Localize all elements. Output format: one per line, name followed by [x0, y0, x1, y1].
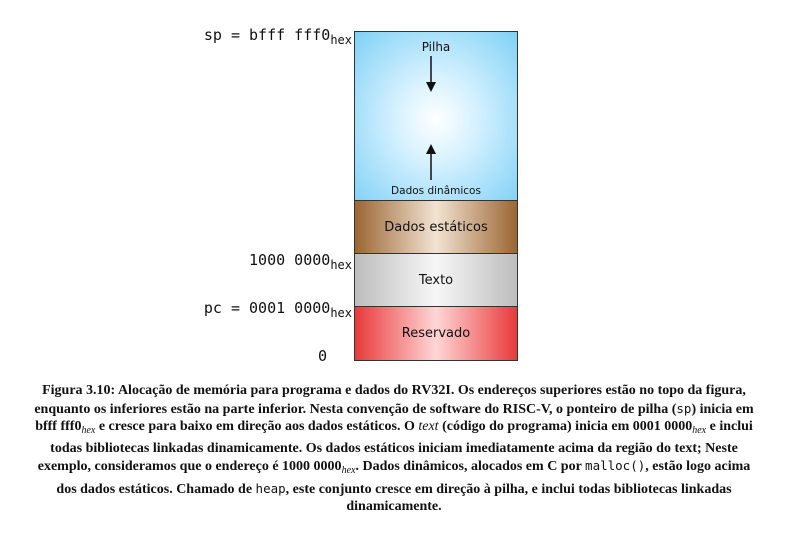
caption-text-8: , este conjunto cresce em direção à pilh…	[285, 481, 732, 515]
pc-address-label: pc = 0001 0000hex	[204, 299, 352, 320]
reserved-segment: Reservado	[354, 306, 518, 361]
reserved-label: Reservado	[401, 326, 471, 341]
caption-sub-hex-1: hex	[81, 425, 96, 436]
pc-address-text: pc = 0001 0000	[203, 299, 331, 317]
down-arrow-icon	[426, 56, 436, 92]
static-data-label: Dados estáticos	[384, 219, 488, 235]
caption-text-1: Figura 3.10: Alocação de memória para pr…	[34, 383, 746, 417]
caption-code-malloc: malloc()	[585, 458, 646, 473]
sp-address-sub: hex	[330, 33, 352, 47]
sp-address-text: sp = bfff fff0	[203, 26, 331, 44]
caption-text-2: ) inicia em bfff fff0	[35, 401, 754, 435]
text-start-address-sub: hex	[330, 258, 352, 272]
caption-text-3: e cresce para baixo em direção aos dados…	[95, 419, 419, 434]
caption-sub-hex-2: hex	[692, 425, 707, 436]
caption-italic-text: text	[418, 419, 439, 434]
caption-text-4: (código do programa) inicia em 0001 0000	[438, 419, 693, 434]
stack-growth-arrows	[426, 56, 436, 180]
caption-text-7: , estão logo acima dos dados estáticos. …	[56, 459, 751, 497]
caption-text-6: . Dados dinâmicos, alocados em C por	[355, 459, 586, 474]
caption-text-5: e inclui todas bibliotecas linkadas dina…	[37, 419, 753, 474]
sp-address-label: sp = bfff fff0hex	[204, 26, 352, 47]
pc-address-sub: hex	[330, 306, 352, 320]
figure-caption: Figura 3.10: Alocação de memória para pr…	[30, 382, 758, 516]
text-start-address-label: 1000 0000hex	[249, 251, 352, 272]
up-arrow-icon	[426, 144, 436, 180]
caption-code-sp: sp	[676, 400, 692, 416]
text-label: Texto	[418, 272, 454, 288]
stack-segment: Pilha Dados dinâmicos	[354, 31, 518, 201]
static-data-segment: Dados estáticos	[354, 200, 518, 254]
caption-code-heap: heap	[255, 480, 286, 496]
zero-address-label: 0	[318, 347, 328, 365]
caption-sub-hex-3: hex	[341, 465, 356, 476]
text-start-address-text: 1000 0000	[249, 251, 331, 269]
dynamic-data-label: Dados dinâmicos	[391, 185, 481, 197]
stack-label: Pilha	[421, 40, 451, 54]
text-segment: Texto	[354, 253, 518, 307]
